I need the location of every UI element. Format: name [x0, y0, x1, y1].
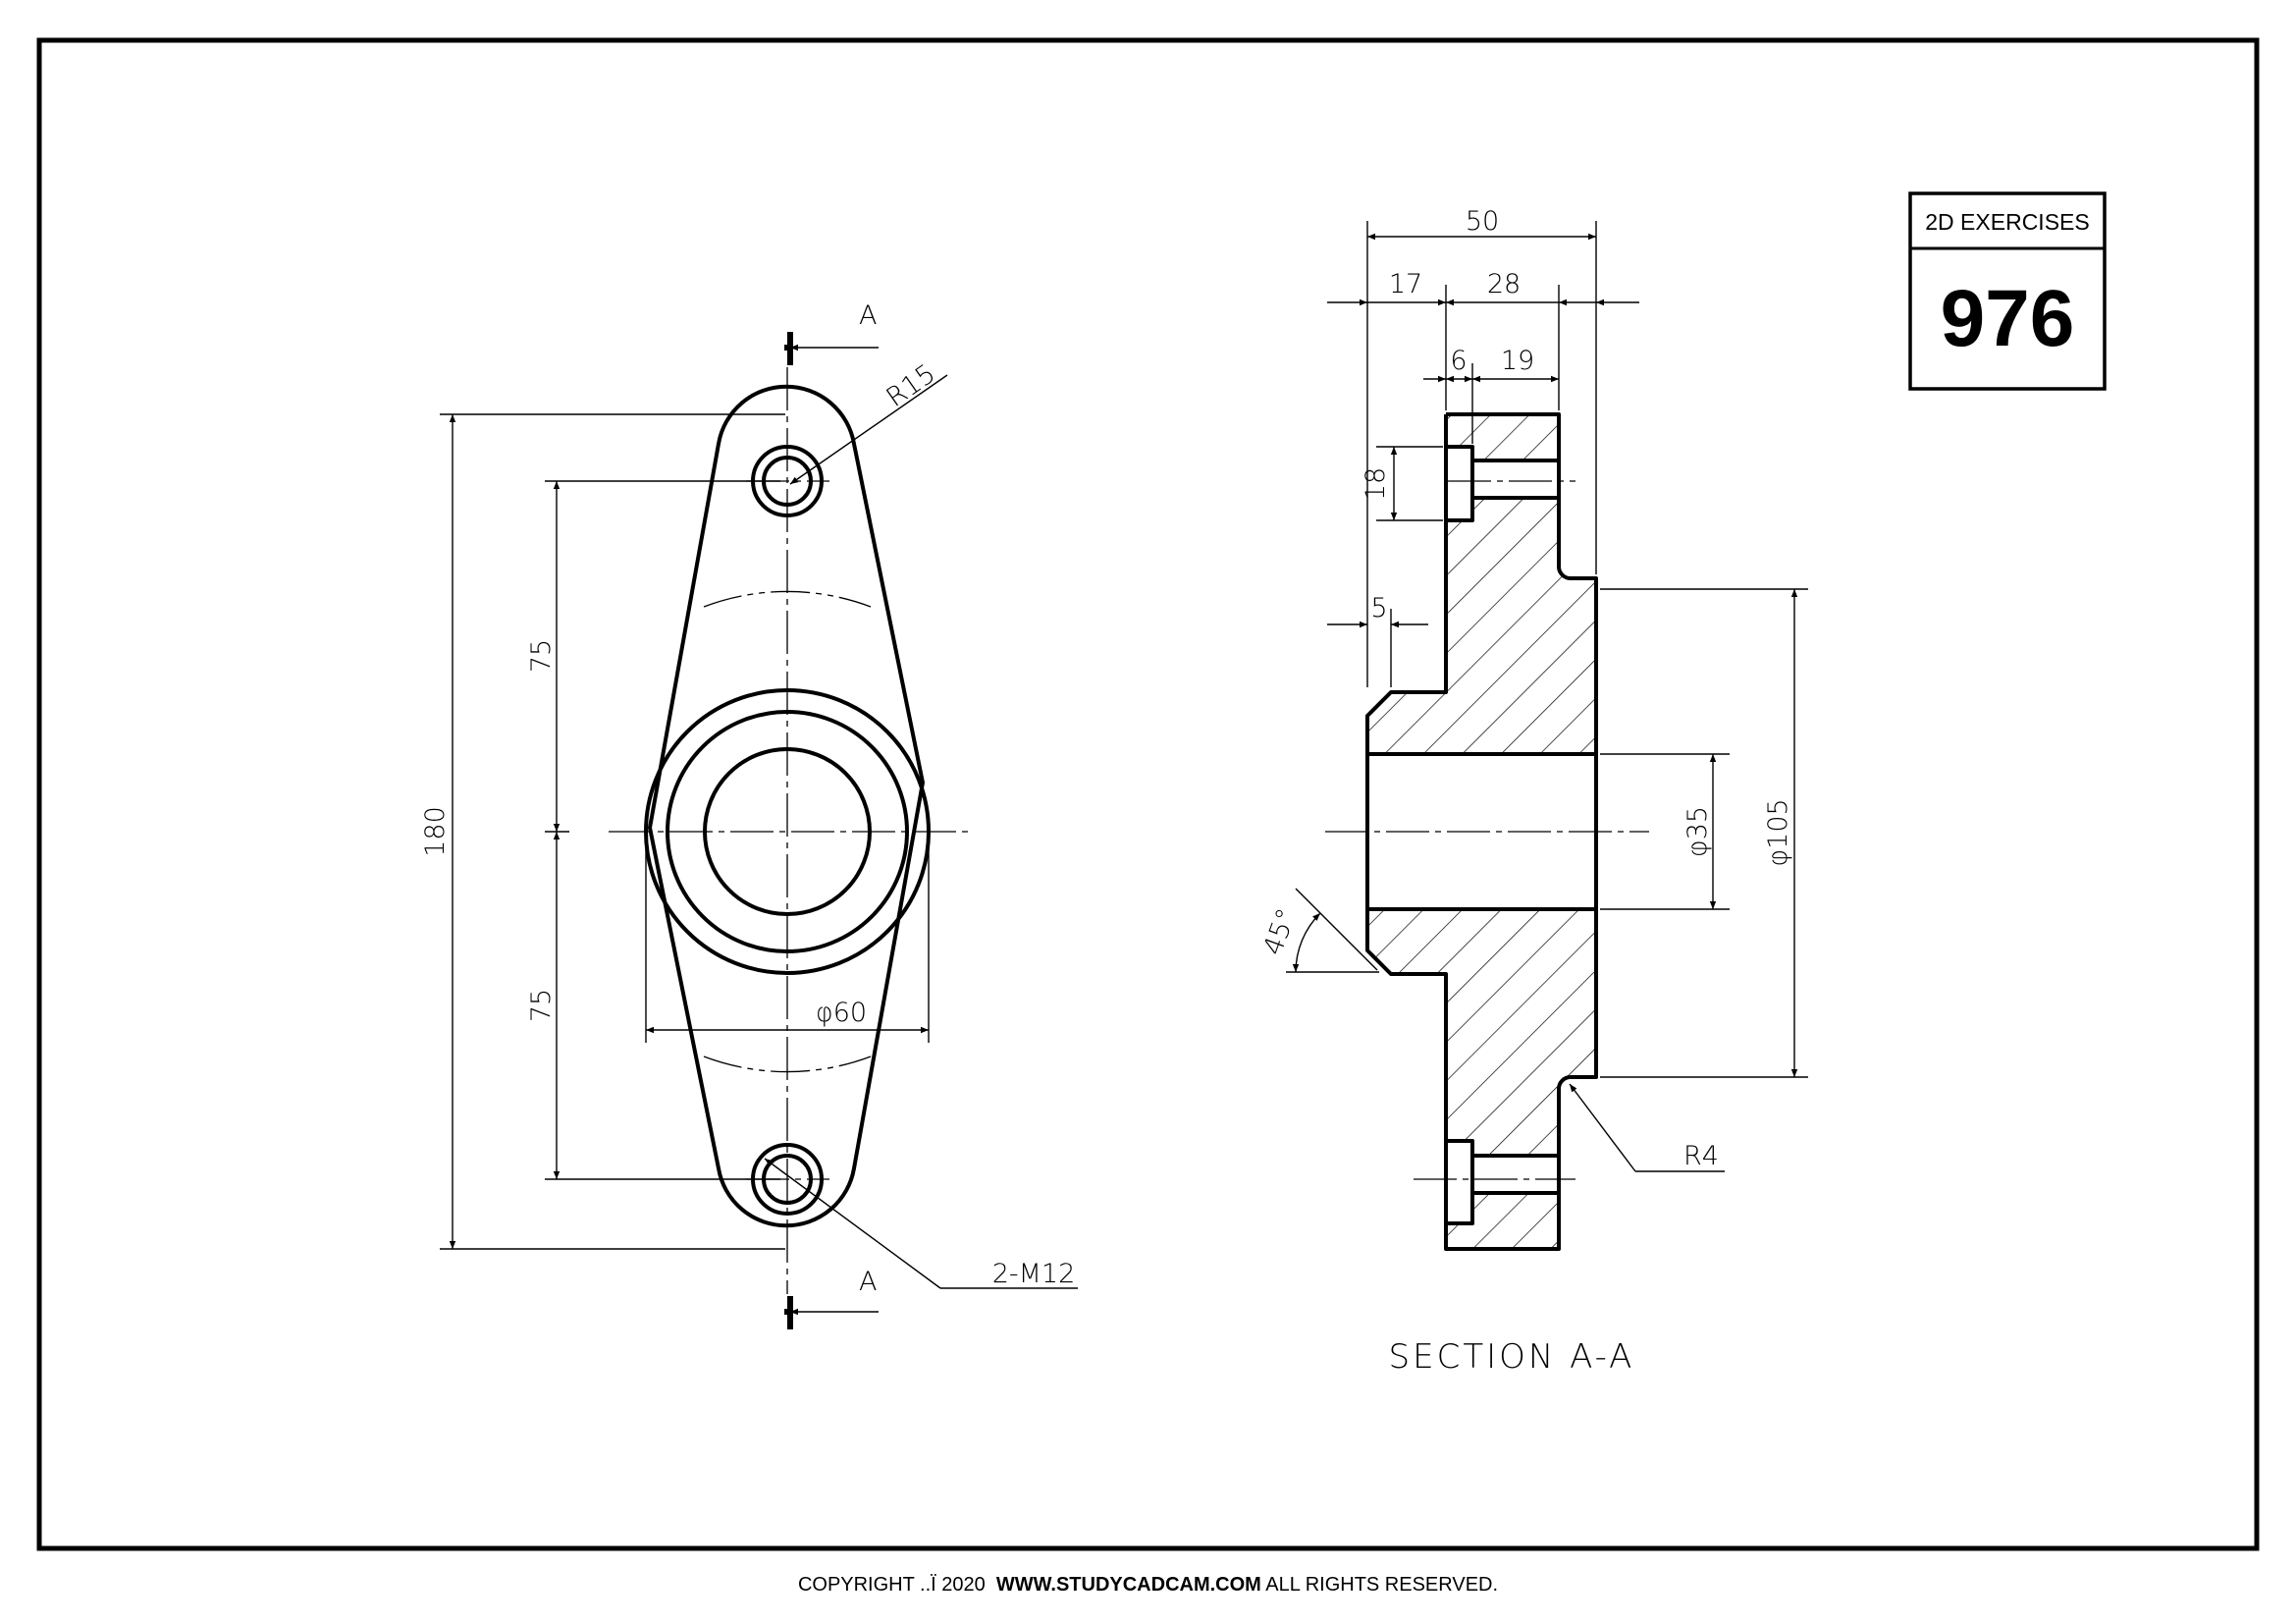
section-letter-bottom: A — [859, 1267, 877, 1297]
dim-17-text: 17 — [1389, 269, 1422, 299]
dim-overall-height: 180 — [420, 413, 785, 1250]
dim-phi35-text: φ35 — [1682, 806, 1713, 857]
dim-bore: φ35 — [1600, 753, 1730, 910]
dim-counterbore-dia: 18 — [1361, 446, 1443, 521]
dim-overall-width: 50 — [1366, 206, 1597, 687]
title-block: 2D EXERCISES 976 — [1908, 191, 2107, 391]
section-title: SECTION A-A — [1389, 1337, 1635, 1377]
section-outline-bottom — [1365, 909, 1598, 1251]
dim-18-text: 18 — [1361, 467, 1391, 501]
dim-75-lower-text: 75 — [526, 989, 557, 1022]
section-letter-top: A — [859, 300, 877, 331]
section-mark-top: A — [784, 300, 879, 365]
section-mark-bottom: A — [784, 1267, 879, 1329]
dim-holes: 2-M12 — [764, 1158, 1078, 1289]
dim-6-text: 6 — [1450, 346, 1467, 376]
copyright-notice: COPYRIGHT ..Ï 2020 WWW.STUDYCADCAM.COM A… — [0, 1574, 2296, 1597]
title-block-label: 2D EXERCISES — [1925, 209, 2089, 235]
sheet-border — [36, 37, 2260, 1551]
section-outline-top — [1365, 412, 1598, 754]
copyright-site: WWW.STUDYCADCAM.COM — [995, 1574, 1261, 1596]
copyright-suffix: ALL RIGHTS RESERVED. — [1265, 1574, 1499, 1596]
dim-chamfer-angle: 45° — [1257, 888, 1379, 973]
dim-r4-text: R4 — [1683, 1141, 1719, 1171]
dim-5-text: 5 — [1370, 593, 1387, 623]
dim-counterbore-depth: 6 19 — [1423, 346, 1559, 444]
dim-2m12-text: 2-M12 — [992, 1259, 1076, 1289]
dim-50-text: 50 — [1466, 206, 1499, 237]
dim-fillet: R4 — [1569, 1083, 1725, 1172]
dim-hole-spacing: 75 75 — [526, 480, 780, 1180]
section-view: 50 17 28 6 19 18 — [1257, 206, 1808, 1377]
dim-180-text: 180 — [420, 806, 451, 857]
dim-offsets: 17 28 — [1327, 269, 1639, 410]
dim-phi105-text: φ105 — [1763, 798, 1793, 866]
flange-outline — [648, 384, 925, 1228]
copyright-prefix: COPYRIGHT ..Ï 2020 — [797, 1574, 986, 1596]
dim-end-radius: R15 — [789, 358, 948, 485]
front-view: A A 180 75 75 φ6 — [420, 300, 1078, 1329]
dim-r15-text: R15 — [881, 358, 940, 413]
dim-chamfer-depth: 5 — [1327, 593, 1428, 687]
dim-45-text: 45° — [1257, 904, 1302, 959]
section-counterbore-top — [1446, 445, 1575, 522]
dim-75-upper-text: 75 — [526, 639, 557, 673]
dim-28-text: 28 — [1487, 269, 1521, 299]
section-counterbore-bottom — [1414, 1139, 1575, 1225]
dim-phi60-text: φ60 — [816, 998, 867, 1028]
dim-boss-diameter: φ60 — [645, 835, 930, 1043]
dim-19-text: 19 — [1501, 346, 1534, 376]
exercise-number: 976 — [1941, 274, 2075, 363]
dim-flange-dia: φ105 — [1600, 588, 1808, 1078]
